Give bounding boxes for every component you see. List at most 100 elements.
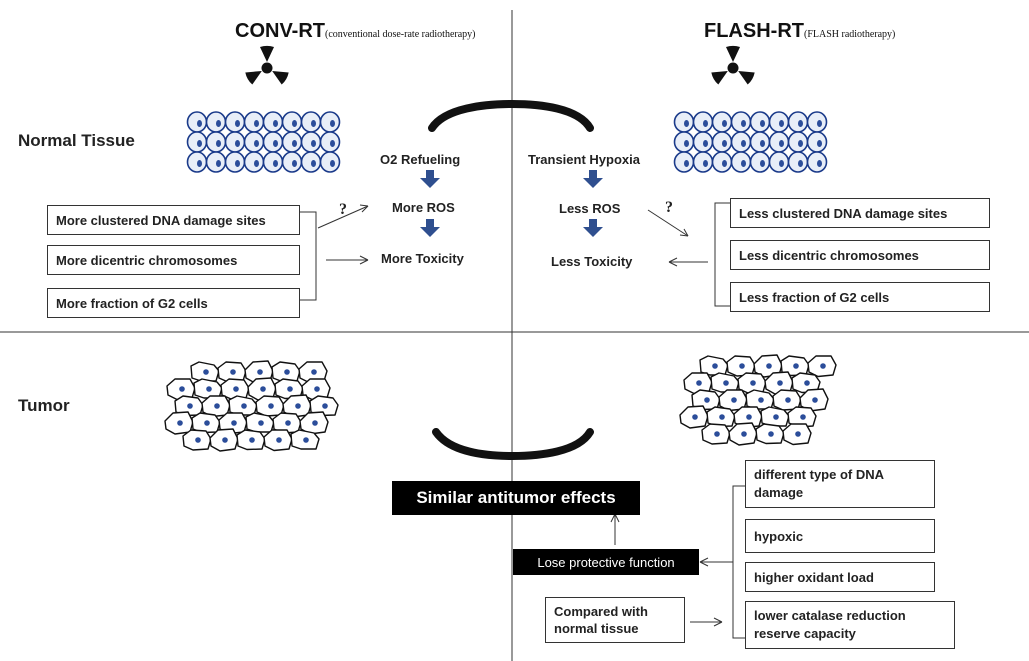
tumor-factor-box: lower catalase reduction reserve capacit… (745, 601, 955, 649)
factor-text: different type of DNA (754, 467, 884, 482)
more-ros-label: More ROS (392, 200, 455, 215)
compared-line: normal tissue (554, 621, 639, 636)
tissue-cell (281, 151, 303, 173)
tumor-cell (245, 412, 275, 433)
tumor-cell (699, 355, 729, 376)
tissue-cell (711, 131, 733, 153)
tissue-cell (262, 131, 284, 153)
conv-effect-text: More fraction of G2 cells (56, 295, 208, 311)
tumor-factor-box: hypoxic (745, 519, 935, 553)
tumor-cell (247, 377, 277, 401)
factor-text: damage (754, 485, 804, 500)
conv-effect-text: More dicentric chromosomes (56, 252, 238, 268)
tumor-cell (193, 378, 223, 399)
tissue-cell (186, 151, 208, 173)
tissue-cell (749, 151, 771, 173)
tumor-cell (753, 354, 783, 378)
tumor-cell (807, 355, 837, 378)
tissue-cell (319, 111, 341, 133)
conv-rt-subtitle: (conventional dose-rate radiotherapy) (325, 29, 476, 40)
tumor-cell (209, 428, 239, 452)
factor-text: higher oxidant load (754, 569, 874, 585)
tumor-cell (263, 429, 293, 452)
tumor-cell (290, 429, 320, 450)
tissue-cell (730, 111, 752, 133)
tissue-cell (749, 111, 771, 133)
conv-effect-box: More fraction of G2 cells (47, 288, 300, 318)
tissue-cell (692, 131, 714, 153)
tissue-cell (806, 131, 828, 153)
tissue-cell (281, 131, 303, 153)
flash-rt-title: FLASH-RT (704, 20, 804, 42)
tumor-factor-box: different type of DNA damage (745, 460, 935, 508)
tissue-cell (806, 111, 828, 133)
tissue-cell (224, 111, 246, 133)
tissue-cell (262, 151, 284, 173)
tumor-cell (236, 429, 266, 451)
tumor-cell (299, 411, 329, 435)
tissue-cell (768, 131, 790, 153)
tumor-compare-brace (432, 428, 594, 461)
arrow-from-less-ros (647, 209, 689, 237)
tumor-cell (745, 389, 775, 410)
lose-protective-function-box: Lose protective function (513, 549, 699, 575)
down-arrow (583, 170, 603, 188)
factor-text: reserve capacity (754, 626, 856, 641)
conv-rt-title: CONV-RT (235, 20, 325, 42)
tumor-cell (182, 429, 212, 451)
tissue-cell (243, 111, 265, 133)
tissue-cell (768, 111, 790, 133)
conv-question-mark: ? (339, 201, 347, 218)
tissue-cell (692, 151, 714, 173)
tumor-cell (218, 412, 248, 435)
normal-tissue-label: Normal Tissue (18, 131, 135, 150)
tissue-cell (319, 131, 341, 153)
factor-text: lower catalase reduction (754, 608, 906, 623)
tissue-cell (300, 151, 322, 173)
flash-boxes-bracket (714, 202, 730, 307)
tissue-cell (730, 131, 752, 153)
tissue-cell (749, 131, 771, 153)
tissue-cell (319, 151, 341, 173)
tumor-cell (726, 355, 756, 377)
flash-effect-text: Less fraction of G2 cells (739, 289, 890, 305)
tissue-cell (300, 111, 322, 133)
tissue-cell (711, 151, 733, 173)
tissue-cell (205, 151, 227, 173)
tumor-cell (755, 423, 785, 445)
tissue-cell (224, 131, 246, 153)
tumor-cell (255, 395, 285, 417)
tumor-cell (201, 395, 231, 418)
tumor-cell (164, 411, 194, 435)
tumor-cell (191, 412, 221, 434)
down-arrow (420, 170, 440, 188)
flash-effect-text: Less clustered DNA damage sites (739, 205, 948, 221)
tumor-cell (174, 395, 204, 417)
o2-refueling-label: O2 Refueling (380, 152, 461, 167)
pathway-arrows (420, 170, 603, 237)
tumor-cell (271, 361, 301, 383)
flash-question-mark: ? (665, 199, 673, 216)
tissue-cell (673, 151, 695, 173)
tissue-cell (673, 111, 695, 133)
tissue-cell (186, 131, 208, 153)
tumor-cell (764, 371, 794, 395)
flash-effect-box: Less fraction of G2 cells (730, 282, 990, 312)
tumor-factor-box: higher oxidant load (745, 562, 935, 592)
tissue-cell (205, 111, 227, 133)
tissue-cell (787, 111, 809, 133)
tissue-cell (281, 111, 303, 133)
normal-compare-brace (428, 99, 594, 132)
tissue-cell (224, 151, 246, 173)
tumor-cell (718, 389, 748, 412)
tumor-cell (701, 423, 731, 445)
tumor-cell (679, 405, 709, 429)
tissue-cell (262, 111, 284, 133)
tissue-cell (186, 111, 208, 133)
factors-bracket (732, 485, 745, 639)
tissue-cell (300, 131, 322, 153)
less-toxicity-label: Less Toxicity (551, 254, 633, 269)
tumor-cell (190, 361, 220, 382)
tissue-cell (768, 151, 790, 173)
